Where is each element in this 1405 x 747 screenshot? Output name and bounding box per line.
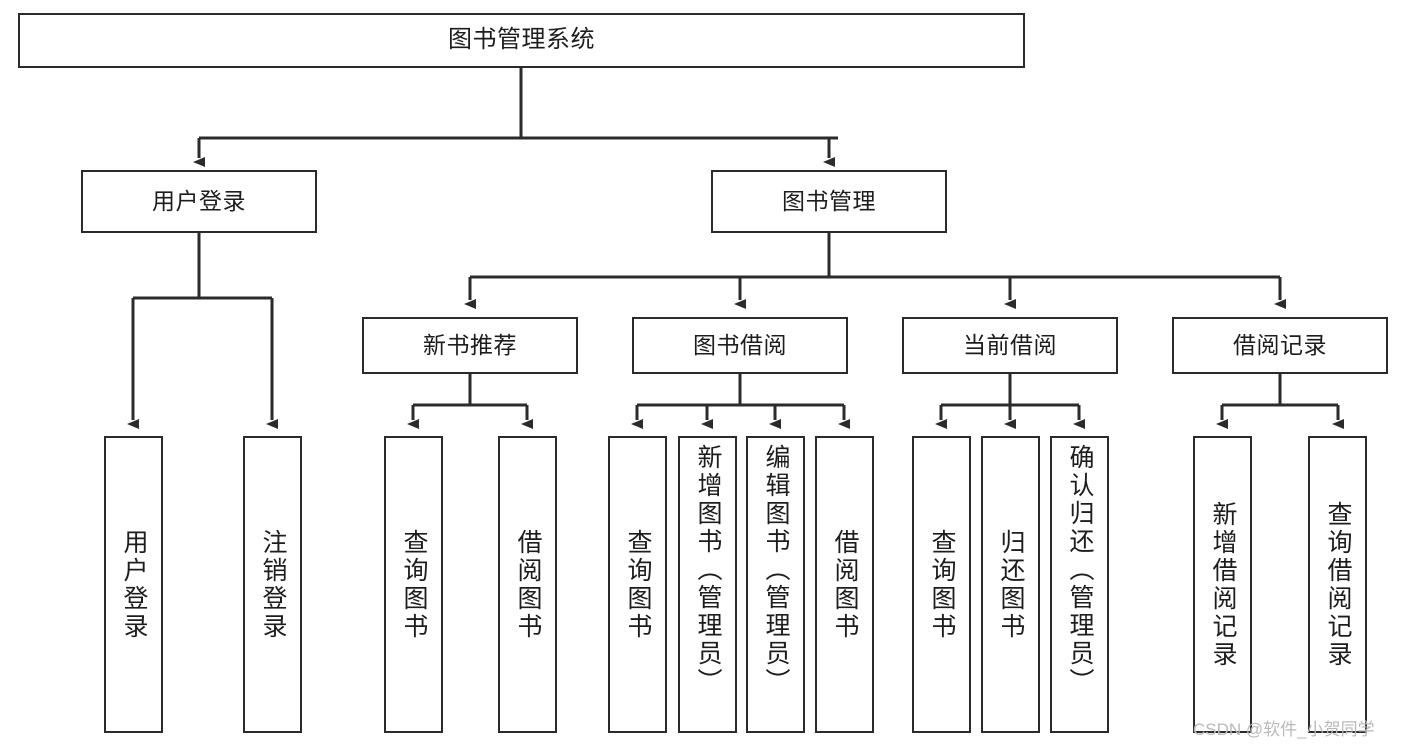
node-label: 用户登录 bbox=[120, 528, 148, 641]
leaf-user-login[interactable]: 用户登录 bbox=[104, 436, 163, 733]
node-label: 借阅记录 bbox=[1233, 331, 1327, 358]
node-label: 新增借阅记录 bbox=[1209, 500, 1237, 669]
node-user-login[interactable]: 用户登录 bbox=[81, 170, 317, 233]
leaf-return-book[interactable]: 归还图书 bbox=[981, 436, 1040, 733]
node-current-borrow[interactable]: 当前借阅 bbox=[902, 317, 1118, 374]
node-book-borrow[interactable]: 图书借阅 bbox=[632, 317, 848, 374]
node-label: 借阅图书 bbox=[514, 528, 542, 641]
node-label: 新增图书（管理员） bbox=[694, 444, 722, 696]
leaf-query-borrow-record[interactable]: 查询借阅记录 bbox=[1308, 436, 1367, 733]
leaf-borrow-book[interactable]: 借阅图书 bbox=[815, 436, 874, 733]
node-label: 查询图书 bbox=[624, 528, 652, 641]
leaf-user-logout[interactable]: 注销登录 bbox=[243, 436, 302, 733]
leaf-query-book-recommend[interactable]: 查询图书 bbox=[384, 436, 443, 733]
node-label: 图书管理系统 bbox=[448, 26, 595, 54]
node-label: 编辑图书（管理员） bbox=[762, 444, 790, 696]
node-label: 新书推荐 bbox=[423, 331, 517, 358]
node-borrow-record[interactable]: 借阅记录 bbox=[1172, 317, 1388, 374]
node-label: 查询图书 bbox=[400, 528, 428, 641]
node-label: 图书借阅 bbox=[693, 331, 787, 358]
leaf-confirm-return-admin[interactable]: 确认归还（管理员） bbox=[1050, 436, 1109, 733]
node-book-management[interactable]: 图书管理 bbox=[711, 170, 947, 233]
node-label: 查询图书 bbox=[928, 528, 956, 641]
node-root-system[interactable]: 图书管理系统 bbox=[18, 13, 1025, 68]
node-label: 查询借阅记录 bbox=[1324, 500, 1352, 669]
leaf-query-book-current[interactable]: 查询图书 bbox=[912, 436, 971, 733]
node-label: 当前借阅 bbox=[963, 331, 1057, 358]
node-new-book-recommend[interactable]: 新书推荐 bbox=[362, 317, 578, 374]
node-label: 确认归还（管理员） bbox=[1066, 444, 1094, 696]
node-label: 归还图书 bbox=[997, 528, 1025, 641]
leaf-query-book-borrow[interactable]: 查询图书 bbox=[608, 436, 667, 733]
watermark: CSDN @软件_小贺同学 bbox=[1193, 720, 1375, 739]
node-label: 借阅图书 bbox=[831, 528, 859, 641]
node-label: 用户登录 bbox=[152, 187, 246, 214]
leaf-borrow-book-recommend[interactable]: 借阅图书 bbox=[498, 436, 557, 733]
leaf-add-borrow-record[interactable]: 新增借阅记录 bbox=[1193, 436, 1252, 733]
node-label: 图书管理 bbox=[782, 187, 876, 214]
leaf-edit-book-admin[interactable]: 编辑图书（管理员） bbox=[746, 436, 805, 733]
node-label: 注销登录 bbox=[259, 528, 287, 641]
leaf-add-book-admin[interactable]: 新增图书（管理员） bbox=[678, 436, 737, 733]
